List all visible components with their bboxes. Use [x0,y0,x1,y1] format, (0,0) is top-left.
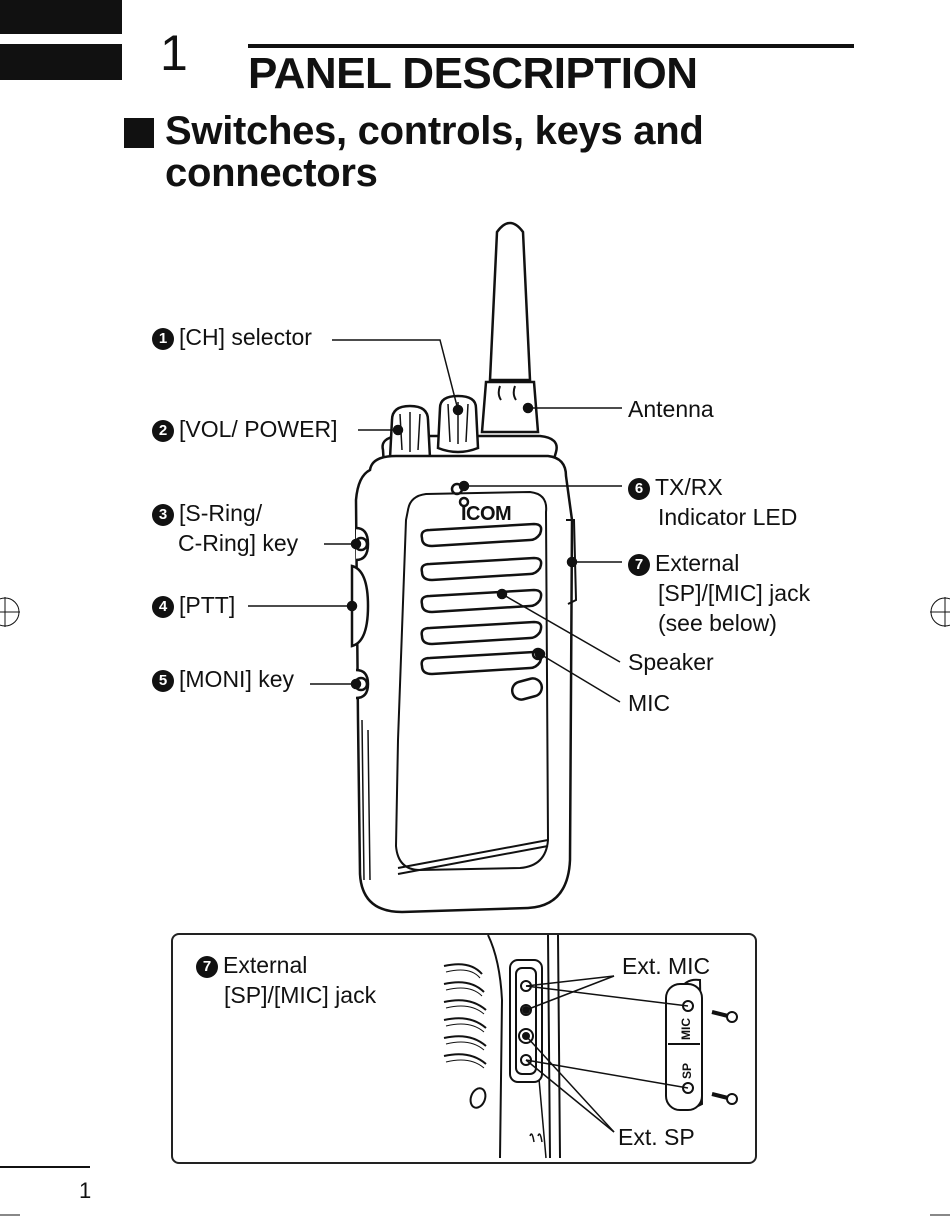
inset-ext-sp-label: Ext. SP [618,1124,695,1150]
callout-label: [VOL/ POWER] [179,416,338,442]
callout-number-badge: 1 [152,328,174,350]
chapter-rule [248,44,854,48]
page-number: 1 [79,1178,92,1203]
cover-mic-label: MIC [679,1018,693,1040]
chapter-tab-bar-top [0,0,122,34]
jack-detail-inset [171,933,757,1164]
callout-mic: MIC [628,690,671,716]
callout-label-line2: C-Ring] key [178,530,299,556]
callout-vol-power: 2[VOL/ POWER] [152,414,337,444]
callout-label-line1: TX/RX [655,474,723,500]
callout-number-badge: 7 [628,554,650,576]
callout-number-badge: 6 [628,478,650,500]
callout-ptt: 4[PTT] [152,590,235,620]
callout-label-line2: Indicator LED [658,504,798,530]
callout-label-line1: External [655,550,740,576]
section-title-line1: Switches, controls, keys and [165,109,704,153]
section-title: Switches, controls, keys and connectors [165,109,704,195]
callout-label-line2: [SP]/[MIC] jack [658,580,811,606]
brand-logo: ICOM [461,503,512,525]
callout-label-line3: (see below) [658,610,777,636]
callout-ch-selector: 1[CH] selector [152,322,312,352]
callout-number-badge: 2 [152,420,174,442]
callout-s-ring-key: 3[S-Ring/ C-Ring] key [152,498,298,558]
callout-antenna: Antenna [628,396,714,422]
callout-speaker: Speaker [628,649,714,675]
cover-sp-label: SP [680,1062,695,1080]
callout-number-badge: 7 [196,956,218,978]
chapter-tab-bar-bottom [0,44,122,80]
footer-rule [0,1166,90,1168]
callout-number-badge: 5 [152,670,174,692]
callout-number-badge: 3 [152,504,174,526]
chapter-number: 1 [160,25,188,81]
inset-ext-mic-label: Ext. MIC [622,953,711,979]
callout-number-badge: 4 [152,596,174,618]
callout-label-line2: [SP]/[MIC] jack [224,982,377,1008]
callout-label-line1: [S-Ring/ [179,500,263,526]
section-title-line2: connectors [165,151,378,195]
callout-label: [MONI] key [179,666,295,692]
section-square-icon [124,118,154,148]
callout-moni-key: 5[MONI] key [152,664,294,694]
callout-label: [CH] selector [179,324,312,350]
callout-label-line1: External [223,952,308,978]
chapter-title: PANEL DESCRIPTION [248,49,698,98]
callout-label: [PTT] [179,592,236,618]
